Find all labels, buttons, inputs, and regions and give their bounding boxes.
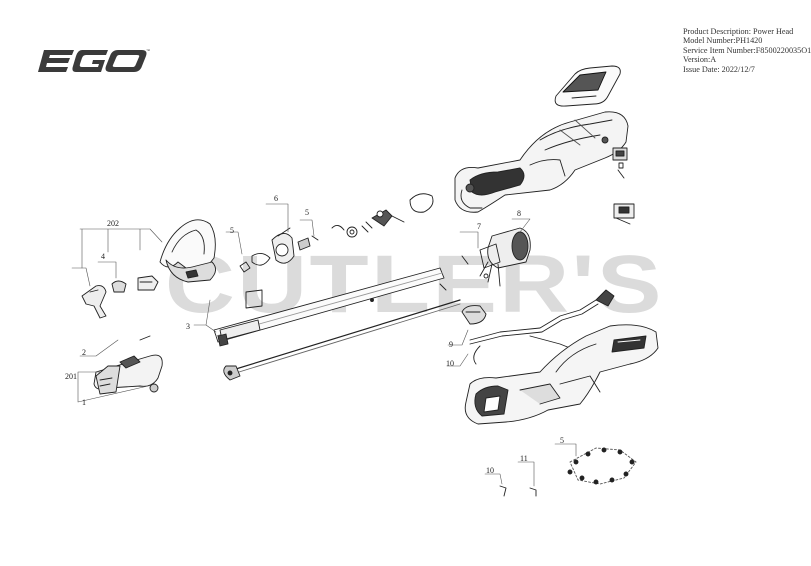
ego-logo: ™ [38,48,150,72]
callout-10-latch: 10 [446,359,454,368]
trademark-mark: ™ [146,48,150,53]
callout-9: 9 [449,340,453,349]
model-number: Model Number:PH1420 [683,36,763,46]
motor-assembly [461,227,531,287]
coupler-parts [331,193,434,238]
screw-set [499,447,637,497]
service-item-number: Service Item Number:F8500220035O1 [683,45,811,55]
issue-date: Issue Date: 2022/12/7 [683,64,755,74]
battery-cover-part [554,65,621,107]
leader-lines [71,203,577,487]
callout-201: 201 [65,372,77,381]
product-description: Product Description: Power Head [683,27,794,36]
callout-7: 7 [477,222,481,231]
motor-housing-upper [454,111,629,213]
callout-4: 4 [101,252,105,261]
tube-insert [217,289,263,347]
rear-handle [93,335,163,395]
product-info-block: Product Description: Power Head Model Nu… [683,27,811,74]
callout-11: 11 [520,454,528,463]
callout-2: 2 [82,348,86,357]
callout-5-clamp: 5 [305,208,309,217]
callout-10-screw: 10 [486,466,494,475]
callout-6: 6 [274,194,278,203]
handle-hardware [81,261,251,319]
shaft-clamp [251,227,319,266]
callout-8: 8 [517,209,521,218]
version: Version:A [683,55,717,65]
switch-part [612,147,635,225]
callout-1: 1 [82,398,86,407]
loop-handle [159,219,216,283]
callout-5-handle: 5 [230,226,234,235]
drive-shaft [223,299,461,381]
callout-202: 202 [107,219,119,228]
callout-5-screws: 5 [560,436,564,445]
callout-3: 3 [186,322,190,331]
lower-housing [464,324,659,425]
battery-latch [461,305,487,325]
